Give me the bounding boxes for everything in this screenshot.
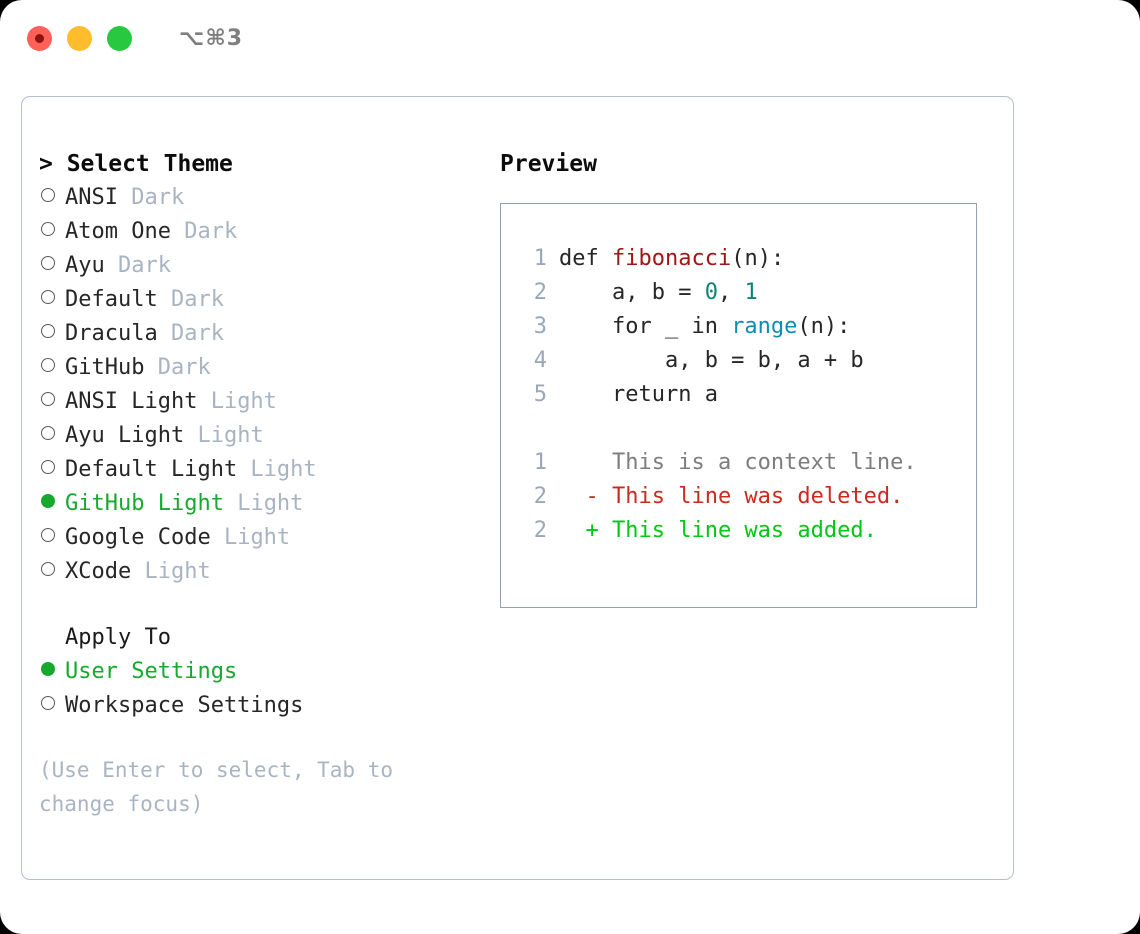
theme-option-label: XCode — [65, 559, 132, 584]
code-token-plain: , — [717, 280, 745, 305]
diff-line: 2 + This line was added. — [521, 514, 976, 548]
keyboard-shortcut-label: ⌥⌘3 — [179, 25, 244, 51]
theme-option-tag: Dark — [170, 219, 238, 244]
theme-option[interactable]: GitHub Light Light — [39, 487, 482, 521]
close-button[interactable] — [27, 25, 52, 51]
code-line-content: a, b = 0, 1 — [559, 276, 758, 310]
section-spacer — [39, 589, 482, 621]
code-token-fn: fibonacci — [611, 246, 732, 271]
maximize-button[interactable] — [107, 25, 132, 51]
code-token-plain: (n): — [797, 314, 851, 339]
theme-option-tag: Dark — [157, 321, 224, 346]
theme-option[interactable]: Atom One Dark — [39, 215, 482, 249]
apply-to-option[interactable]: Workspace Settings — [39, 689, 482, 723]
theme-option[interactable]: XCode Light — [39, 555, 482, 589]
theme-option-label: GitHub Light — [65, 491, 224, 516]
theme-option-label: GitHub — [65, 355, 145, 380]
keyboard-hint: (Use Enter to select, Tab to change focu… — [39, 758, 406, 816]
theme-option-tag: Dark — [144, 355, 211, 380]
code-token-plain: (n): — [731, 246, 785, 271]
code-token-plain: def — [559, 246, 612, 271]
diff-line-number: 2 — [533, 484, 547, 509]
code-line: 4 a, b = b, a + b — [521, 344, 976, 378]
code-token-plain: a, b = — [559, 280, 705, 305]
theme-option-label: Default — [65, 287, 158, 312]
apply-to-option-label: User Settings — [65, 659, 238, 684]
theme-option[interactable]: GitHub Dark — [39, 351, 482, 385]
code-line-content: def fibonacci(n): — [559, 242, 784, 276]
code-line-number: 2 — [533, 280, 547, 305]
code-line-content: a, b = b, a + b — [559, 344, 864, 378]
code-token-call: range — [731, 314, 798, 339]
diff-line-number: 2 — [533, 518, 547, 543]
code-token-plain: return a — [559, 382, 718, 407]
code-token-plain: for _ in — [559, 314, 732, 339]
theme-option[interactable]: Default Light Light — [39, 453, 482, 487]
theme-option-tag: Dark — [157, 287, 224, 312]
theme-option-tag: Light — [197, 389, 277, 414]
code-line: 5 return a — [521, 378, 976, 412]
diff-line-number: 1 — [533, 450, 547, 475]
theme-option[interactable]: Dracula Dark — [39, 317, 482, 351]
theme-option[interactable]: Default Dark — [39, 283, 482, 317]
code-line-number: 3 — [533, 314, 547, 339]
theme-option-label: ANSI — [65, 185, 118, 210]
code-line-number: 1 — [533, 246, 547, 271]
theme-option-tag: Light — [237, 457, 317, 482]
select-theme-heading: > Select Theme — [39, 151, 233, 177]
theme-option-label: Ayu Light — [65, 423, 185, 448]
diff-line-content: - This line was deleted. — [559, 484, 904, 509]
theme-option[interactable]: Ayu Dark — [39, 249, 482, 283]
theme-option-tag: Dark — [117, 185, 185, 210]
title-bar: ⌥⌘3 — [0, 0, 1140, 76]
code-token-plain: a, b = b, a + b — [559, 348, 864, 373]
theme-option-tag: Light — [210, 525, 291, 550]
code-line: 2 a, b = 0, 1 — [521, 276, 976, 310]
apply-to-heading: Apply To — [65, 625, 171, 650]
diff-line: 1 This is a context line. — [521, 446, 976, 480]
theme-option-tag: Light — [223, 491, 304, 516]
minimize-button[interactable] — [67, 25, 92, 51]
diff-line: 2 - This line was deleted. — [521, 480, 976, 514]
theme-option[interactable]: ANSI Light Light — [39, 385, 482, 419]
code-line-content: return a — [559, 378, 718, 412]
code-line-content: for _ in range(n): — [559, 310, 850, 344]
code-token-num: 0 — [704, 280, 718, 305]
theme-option[interactable]: ANSI Dark — [39, 181, 482, 215]
diff-sample: 1 This is a context line.2 - This line w… — [521, 446, 976, 548]
theme-option[interactable]: Google Code Light — [39, 521, 482, 555]
theme-option-label: Atom One — [65, 219, 171, 244]
theme-option-label: Dracula — [65, 321, 158, 346]
preview-heading: Preview — [500, 151, 597, 177]
code-line-number: 4 — [533, 348, 547, 373]
apply-to-option-label: Workspace Settings — [65, 693, 304, 718]
code-token-num: 1 — [744, 280, 758, 305]
traffic-lights — [27, 25, 132, 51]
diff-line-content: + This line was added. — [559, 518, 877, 543]
theme-option-tag: Light — [131, 559, 211, 584]
theme-option-tag: Dark — [104, 253, 171, 278]
close-icon — [35, 33, 44, 43]
code-line-number: 5 — [533, 382, 547, 407]
diff-line-content: This is a context line. — [559, 450, 917, 475]
apply-to-option[interactable]: User Settings — [39, 655, 482, 689]
theme-option-label: Google Code — [65, 525, 211, 550]
diff-spacer — [521, 412, 976, 446]
theme-option-label: ANSI Light — [65, 389, 198, 414]
theme-option[interactable]: Ayu Light Light — [39, 419, 482, 453]
theme-option-label: Default Light — [65, 457, 238, 482]
code-line: 3 for _ in range(n): — [521, 310, 976, 344]
code-line: 1 def fibonacci(n): — [521, 242, 976, 276]
theme-option-label: Ayu — [65, 253, 105, 278]
theme-option-tag: Light — [184, 423, 264, 448]
